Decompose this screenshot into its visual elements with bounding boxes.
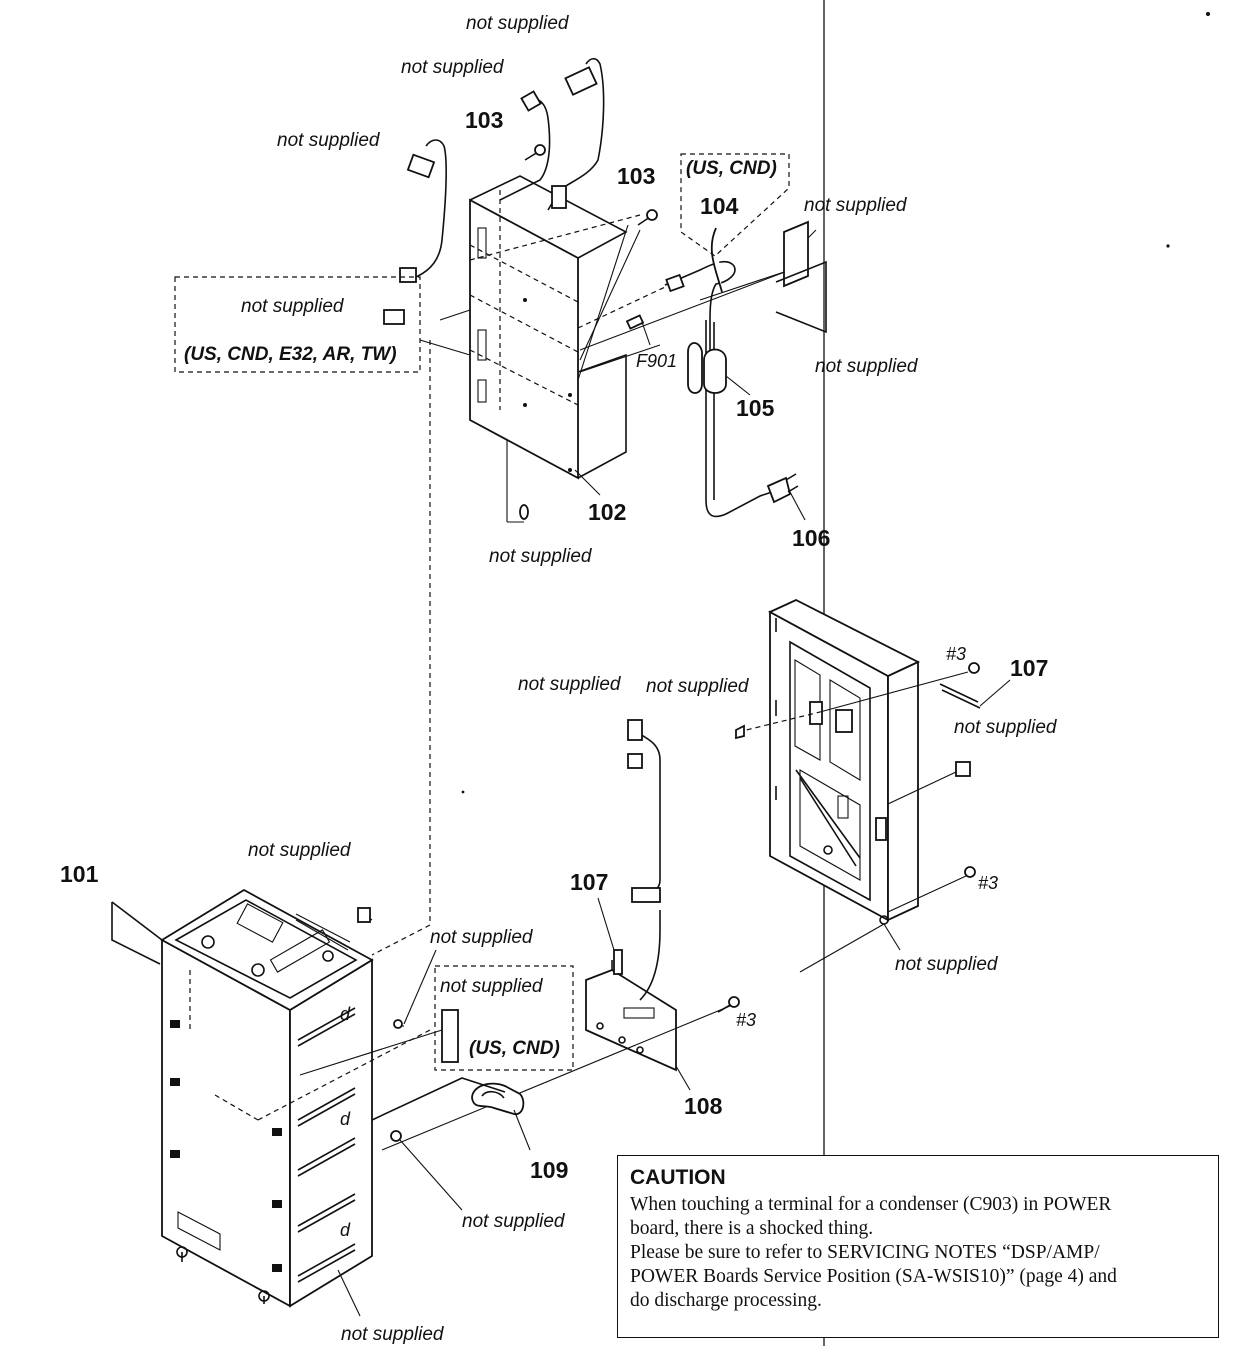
part-label-103: 103 bbox=[617, 163, 655, 189]
part-label-106: 106 bbox=[792, 525, 830, 551]
caution-box: CAUTION When touching a terminal for a c… bbox=[617, 1155, 1219, 1338]
part-label-103: 103 bbox=[465, 107, 503, 133]
part-label-102: 102 bbox=[588, 499, 626, 525]
not-supplied-note: not supplied bbox=[462, 1211, 566, 1232]
not-supplied-note: not supplied bbox=[341, 1324, 445, 1345]
svg-text:d: d bbox=[340, 1109, 351, 1129]
not-supplied-note: not supplied bbox=[440, 976, 544, 997]
clamp-109 bbox=[371, 1077, 531, 1151]
screw-103-right bbox=[637, 209, 658, 226]
not-supplied-note: not supplied bbox=[954, 717, 1058, 738]
part-label-104: 104 bbox=[700, 193, 739, 219]
not-supplied-note: not supplied bbox=[646, 676, 750, 697]
not-supplied-note: not supplied bbox=[804, 195, 908, 216]
ferrite-core-105 bbox=[687, 342, 751, 396]
caution-title: CAUTION bbox=[630, 1166, 726, 1189]
part-label-107: 107 bbox=[1010, 655, 1048, 681]
caution-text-line: When touching a terminal for a condenser… bbox=[630, 1194, 1112, 1215]
not-supplied-note: not supplied bbox=[895, 954, 999, 975]
caution-text-line: board, there is a shocked thing. bbox=[630, 1218, 874, 1239]
board-108-assembly bbox=[381, 719, 740, 1151]
caution-text-line: do discharge processing. bbox=[630, 1290, 822, 1311]
power-board-assembly bbox=[174, 57, 827, 523]
part-label-108: 108 bbox=[684, 1093, 723, 1119]
region-label: (US, CND) bbox=[469, 1038, 560, 1059]
region-label: (US, CND, E32, AR, TW) bbox=[184, 344, 397, 365]
svg-text:d: d bbox=[340, 1220, 351, 1240]
not-supplied-note: not supplied bbox=[466, 13, 570, 34]
part-label-109: 109 bbox=[530, 1157, 568, 1183]
not-supplied-note: not supplied bbox=[430, 927, 534, 948]
part-label-101: 101 bbox=[60, 861, 99, 887]
not-supplied-note: not supplied bbox=[401, 57, 505, 78]
rear-bracket-assembly bbox=[735, 599, 1011, 973]
not-supplied-note: not supplied bbox=[518, 674, 622, 695]
svg-text:d: d bbox=[340, 1004, 351, 1024]
caution-text-line: Please be sure to refer to SERVICING NOT… bbox=[630, 1242, 1100, 1263]
screw-size-label: #3 bbox=[978, 873, 998, 893]
screw-size-label: #3 bbox=[946, 644, 966, 664]
main-chassis-101: d d d bbox=[111, 888, 431, 1317]
region-label: (US, CND) bbox=[686, 158, 777, 179]
not-supplied-note: not supplied bbox=[815, 356, 919, 377]
caution-text-line: POWER Boards Service Position (SA-WSIS10… bbox=[630, 1266, 1117, 1287]
screw-size-label: #3 bbox=[736, 1010, 756, 1030]
not-supplied-note: not supplied bbox=[489, 546, 593, 567]
not-supplied-note: not supplied bbox=[277, 130, 381, 151]
part-label-105: 105 bbox=[736, 395, 775, 421]
not-supplied-note: not supplied bbox=[248, 840, 352, 861]
fuse-f901 bbox=[625, 314, 651, 346]
screw-103-left bbox=[524, 144, 546, 161]
power-cord-104-106 bbox=[664, 227, 806, 521]
part-label-107: 107 bbox=[570, 869, 608, 895]
not-supplied-note: not supplied bbox=[241, 296, 345, 317]
part-label-f901: F901 bbox=[636, 351, 677, 371]
